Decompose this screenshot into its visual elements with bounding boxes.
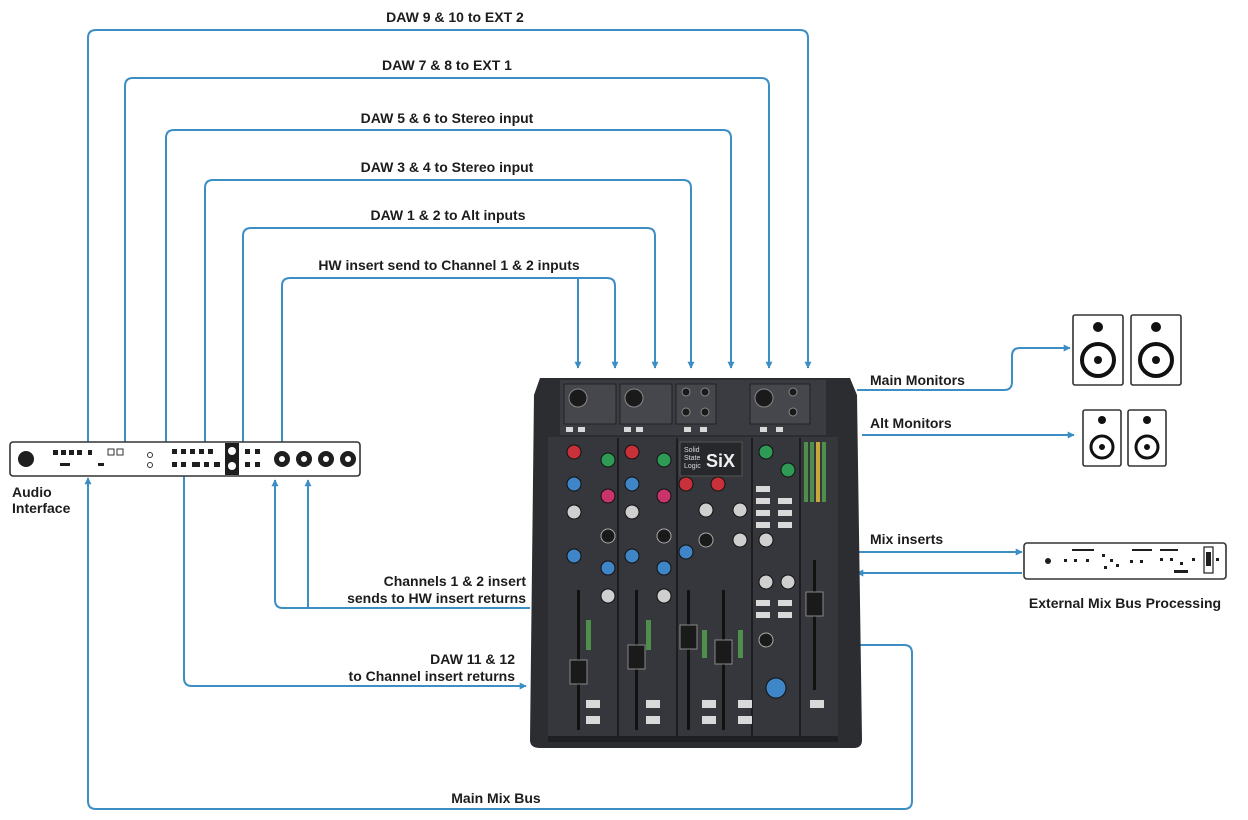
mixer-brand-line-3: Logic: [684, 463, 701, 470]
speaker-icon: [1072, 314, 1124, 386]
label-daw-11-12-1: DAW 11 & 12: [430, 651, 515, 667]
label-daw-11-12-2: to Channel insert returns: [349, 668, 516, 684]
interface-io-port-cluster-icon: [172, 449, 220, 467]
mixer-xlr-inputs-icon: [563, 383, 811, 425]
alt-monitor-speakers: [1082, 409, 1167, 467]
mixer-logo-plate: [679, 441, 743, 477]
mixer-brand-line-1: Solid: [684, 447, 700, 454]
main-monitor-speakers: [1072, 314, 1182, 386]
label-main-mix-bus: Main Mix Bus: [451, 790, 541, 806]
interface-knob-icon: [18, 451, 34, 467]
label-audio-interface-1: Audio: [12, 484, 52, 500]
wire-daw-1-2: [242, 227, 659, 442]
processor-controls-icon: [1045, 546, 1219, 574]
interface-jack-icon: [147, 452, 153, 458]
interface-output-jacks-icon: [274, 451, 356, 467]
label-daw-3-4: DAW 3 & 4 to Stereo input: [361, 159, 534, 175]
mixer-logo: SiX: [706, 451, 735, 471]
processor-chassis: [1023, 542, 1227, 580]
label-external-processing: External Mix Bus Processing: [1029, 595, 1221, 611]
wire-daw-7-8: [124, 77, 773, 442]
connection-wires: [84, 29, 1075, 810]
label-daw-1-2: DAW 1 & 2 to Alt inputs: [370, 207, 525, 223]
wire-daw-3-4: [204, 179, 695, 442]
interface-port-block-icon: [245, 449, 260, 467]
label-ch-insert-sends-1: Channels 1 & 2 insert: [384, 573, 527, 589]
label-daw-7-8: DAW 7 & 8 to EXT 1: [382, 57, 512, 73]
interface-jack-icon: [147, 462, 153, 468]
interface-button-icon: [107, 448, 115, 456]
label-main-monitors: Main Monitors: [870, 372, 965, 388]
six-mixer-console: Solid State Logic SiX: [530, 378, 862, 748]
audio-interface-device: [9, 441, 361, 477]
label-alt-monitors: Alt Monitors: [870, 415, 952, 431]
interface-jack-icon: [228, 447, 236, 455]
mixer-strip-dividers: [617, 438, 801, 740]
mixer-buttons: [566, 427, 824, 724]
wire-daw-5-6: [165, 129, 735, 442]
label-hw-insert-send: HW insert send to Channel 1 & 2 inputs: [318, 257, 580, 273]
mixer-eq-knobs: [566, 444, 796, 699]
mixer-level-meters: [586, 442, 826, 658]
wire-ch-insert-return-a: [271, 479, 530, 609]
label-ch-insert-sends-2: sends to HW insert returns: [347, 590, 526, 606]
wire-daw-11-12: [183, 462, 527, 690]
speaker-icon: [1127, 409, 1167, 467]
label-audio-interface-2: Interface: [12, 500, 71, 516]
mixer-faders: [569, 560, 824, 730]
label-daw-5-6: DAW 5 & 6 to Stereo input: [361, 110, 534, 126]
wire-main-monitors: [857, 344, 1071, 391]
interface-led-row-icon: [53, 450, 104, 466]
label-mix-inserts: Mix inserts: [870, 531, 943, 547]
wire-daw-9-10: [87, 29, 812, 442]
mixer-front-edge: [548, 736, 838, 742]
speaker-icon: [1082, 409, 1122, 467]
speaker-icon: [1130, 314, 1182, 386]
mixer-brand-line-2: State: [684, 455, 700, 462]
interface-button-icon: [116, 448, 124, 456]
label-daw-9-10: DAW 9 & 10 to EXT 2: [386, 9, 524, 25]
wire-hw-insert-send: [281, 277, 619, 442]
audio-interface-chassis: [9, 441, 361, 477]
external-mix-bus-processor: [1023, 542, 1227, 580]
interface-jack-icon: [228, 462, 236, 470]
wire-main-mix-bus: [84, 477, 913, 810]
mixer-control-surface: [548, 437, 838, 742]
